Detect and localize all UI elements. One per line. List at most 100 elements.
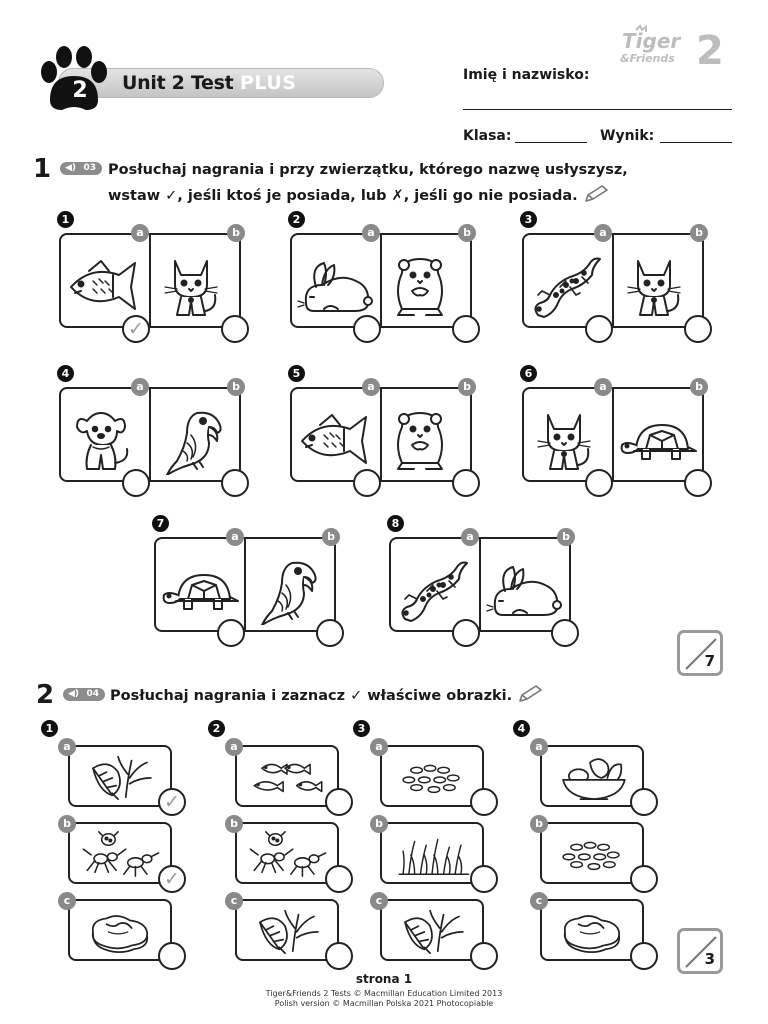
picture-pair: a b: [522, 224, 712, 345]
grass-icon: [398, 838, 470, 875]
answer-circle[interactable]: [325, 942, 353, 970]
answer-circle-a[interactable]: [585, 315, 613, 343]
answer-circle[interactable]: [630, 788, 658, 816]
score-box-exercise-1[interactable]: 7: [677, 630, 723, 676]
exercise-2-instruction: Posłuchaj nagrania i zaznacz ✓ właściwe …: [110, 683, 670, 709]
answer-circle-a[interactable]: [353, 469, 381, 497]
answer-circle[interactable]: [325, 788, 353, 816]
score-slash-icon: [685, 638, 717, 670]
answer-circle[interactable]: [630, 865, 658, 893]
option-label-badge: b: [370, 815, 388, 833]
name-field[interactable]: [463, 109, 732, 110]
answer-circle-a[interactable]: [353, 315, 381, 343]
score-slash-icon: [685, 936, 717, 968]
lizard-icon: [534, 257, 601, 318]
pencil-icon: [584, 185, 608, 202]
tortoise-icon: [162, 574, 239, 610]
answer-circle-a[interactable]: [122, 469, 150, 497]
answer-circle-b[interactable]: [684, 469, 712, 497]
picture-frame: [540, 822, 644, 884]
answer-circle-b[interactable]: [316, 619, 344, 647]
answer-circle-a[interactable]: [585, 469, 613, 497]
option-b-badge: b: [458, 378, 476, 396]
instruction-line-1: Posłuchaj nagrania i przy zwierzątku, kt…: [108, 162, 628, 178]
picture-pair: a b: [389, 528, 579, 649]
dog-icon: [76, 412, 129, 470]
answer-circle-b[interactable]: [452, 315, 480, 343]
option-b-badge: b: [690, 378, 708, 396]
answer-circle-b[interactable]: [551, 619, 579, 647]
picture-divider: [612, 387, 614, 482]
audio-track-badge[interactable]: ◀) 04: [63, 688, 105, 701]
fruit-bowl-icon: [562, 758, 626, 801]
item-number-badge: 4: [57, 365, 74, 382]
rabbit-icon: [297, 262, 373, 312]
class-field[interactable]: [515, 142, 587, 143]
answer-circle[interactable]: [630, 942, 658, 970]
fish-food-icon: [253, 763, 323, 793]
picture-divider: [380, 233, 382, 328]
answer-circle[interactable]: ✓: [158, 788, 186, 816]
answer-circle[interactable]: [470, 788, 498, 816]
answer-circle-b[interactable]: [452, 469, 480, 497]
item-number-badge: 4: [513, 720, 530, 737]
picture-frame: [235, 899, 339, 961]
seeds-icon: [562, 841, 620, 871]
answer-circle-b[interactable]: [684, 315, 712, 343]
item-number-badge: 2: [208, 720, 225, 737]
item-number-badge: 5: [288, 365, 305, 382]
answer-circle[interactable]: [470, 865, 498, 893]
instruction-line-2: wstaw ✓, jeśli ktoś je posiada, lub ✗, j…: [108, 188, 578, 204]
option-label-badge: a: [530, 738, 548, 756]
cat-icon: [164, 260, 218, 316]
leaves-icon: [404, 909, 464, 955]
pencil-icon: [519, 685, 543, 702]
answer-circle-a[interactable]: [452, 619, 480, 647]
audio-track-badge[interactable]: ◀) 03: [60, 162, 102, 175]
picture-frame: [380, 745, 484, 807]
answer-circle-a[interactable]: [217, 619, 245, 647]
answer-circle-b[interactable]: [221, 315, 249, 343]
speaker-icon: ◀): [68, 689, 80, 699]
unit-title: Unit 2 Test: [122, 72, 234, 94]
answer-circle[interactable]: ✓: [158, 865, 186, 893]
tiger-friends-logo: Tiger &Friends 2: [620, 24, 724, 70]
cat-icon: [537, 414, 591, 470]
picture-option: c: [58, 892, 186, 971]
option-label-badge: b: [225, 815, 243, 833]
item-number-badge: 1: [57, 211, 74, 228]
score-box-exercise-2[interactable]: 3: [677, 928, 723, 974]
picture-option: c: [530, 892, 658, 971]
class-label: Klasa:: [463, 128, 512, 144]
picture-pair: a b: [154, 528, 344, 649]
picture-option: a: [530, 738, 658, 817]
picture-option: c: [370, 892, 498, 971]
rabbit-icon: [486, 566, 562, 616]
item-number-badge: 2: [288, 211, 305, 228]
cat-icon: [627, 260, 681, 316]
item-number-badge: 1: [41, 720, 58, 737]
picture-option: b ✓: [58, 815, 186, 894]
picture-option: b: [370, 815, 498, 894]
seeds-icon: [402, 764, 460, 794]
answer-circle[interactable]: [470, 942, 498, 970]
picture-divider: [612, 233, 614, 328]
lizard-icon: [401, 561, 468, 622]
picture-option: c: [225, 892, 353, 971]
score-field[interactable]: [660, 142, 732, 143]
item-number-badge: 3: [520, 211, 537, 228]
answer-circle[interactable]: [158, 942, 186, 970]
parrot-icon: [166, 411, 222, 475]
svg-text:&Friends: &Friends: [620, 52, 675, 65]
picture-pair: a b: [522, 378, 712, 499]
option-a-badge: a: [131, 378, 149, 396]
picture-divider: [244, 537, 246, 632]
answer-circle-a[interactable]: ✓: [122, 315, 150, 343]
answer-circle-b[interactable]: [221, 469, 249, 497]
picture-option: b: [225, 815, 353, 894]
answer-circle[interactable]: [325, 865, 353, 893]
leaves-icon: [92, 755, 152, 801]
picture-pair: a b: [59, 378, 249, 499]
option-a-badge: a: [362, 224, 380, 242]
option-b-badge: b: [690, 224, 708, 242]
